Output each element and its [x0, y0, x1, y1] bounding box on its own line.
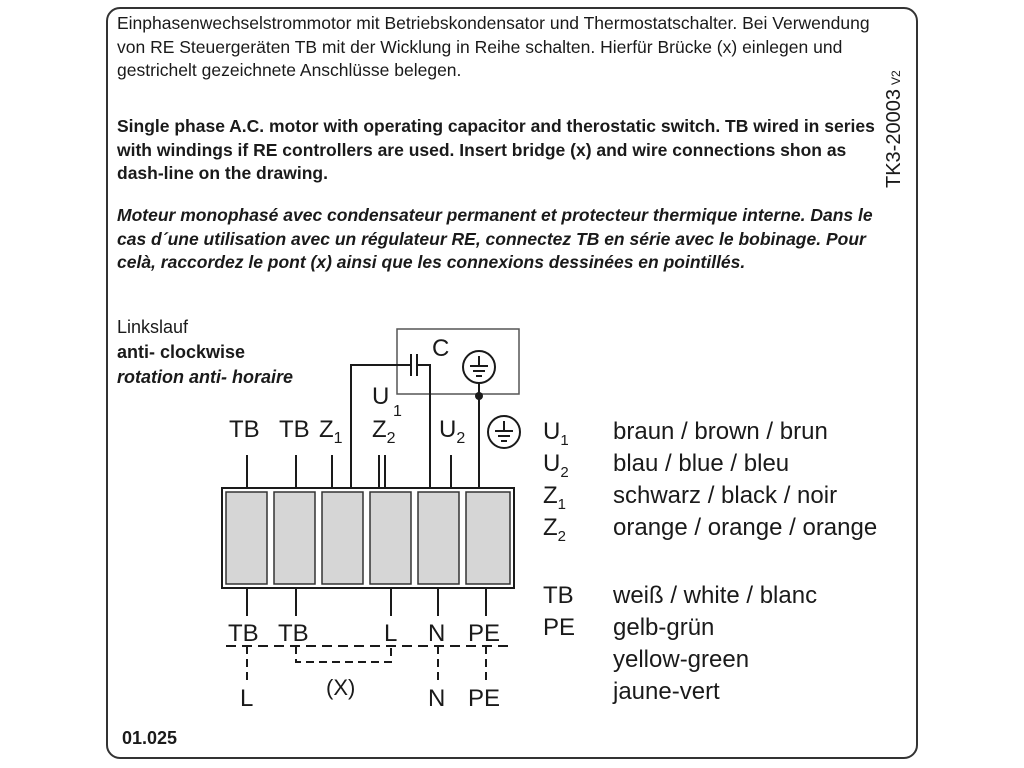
- bottom-label-tb-2: TB: [278, 620, 309, 647]
- bridge-label: (X): [326, 675, 355, 700]
- legend-code-main: U: [543, 450, 561, 477]
- terminal-5: [417, 491, 460, 585]
- terminal-1: [225, 491, 268, 585]
- legend-code: TB: [543, 582, 574, 609]
- reference-number: 01.025: [122, 728, 178, 748]
- rotation-french: rotation anti- horaire: [117, 367, 294, 387]
- english-description: Single phase A.C. motor with operating c…: [117, 116, 875, 183]
- legend-text: blau / blue / bleu: [613, 450, 790, 477]
- ground-icon: [462, 350, 496, 384]
- label-tb-1: TB: [229, 416, 260, 443]
- legend-text: schwarz / black / noir: [613, 482, 838, 509]
- label-u1: U1: [372, 383, 402, 420]
- legend-code-main: Z: [543, 482, 558, 509]
- legend-text: braun / brown / brun: [613, 418, 828, 445]
- label-u1-sub: 1: [393, 403, 402, 420]
- label-z2-main: Z: [372, 416, 387, 443]
- rotation-english: anti- clockwise: [117, 342, 246, 362]
- terminal-3: [321, 491, 364, 585]
- legend-code-sub: 1: [560, 431, 569, 449]
- label-tb-2: TB: [279, 416, 310, 443]
- french-description: Moteur monophasé avec condensateur perma…: [117, 205, 873, 272]
- legend-text: orange / orange / orange: [613, 514, 878, 541]
- bottom-label-l: L: [384, 620, 397, 647]
- legend-code: U2: [543, 450, 569, 481]
- supply-label-n: N: [428, 685, 445, 712]
- legend-code: PE: [543, 614, 576, 641]
- legend-code-main: U: [543, 418, 561, 445]
- legend-code-main: Z: [543, 514, 558, 541]
- legend-code: U1: [543, 418, 569, 449]
- bottom-label-pe: PE: [468, 620, 500, 647]
- bridge-x: [295, 646, 392, 663]
- label-u1-main: U: [372, 383, 389, 410]
- label-u2-main: U: [439, 416, 456, 443]
- bottom-label-tb-1: TB: [228, 620, 259, 647]
- terminal-6: [465, 491, 511, 585]
- capacitor-wire-u1: [417, 364, 431, 488]
- label-z1-main: Z: [319, 416, 334, 443]
- label-z2: Z2: [372, 416, 396, 447]
- terminal-4: [369, 491, 412, 585]
- legend-code-sub: 2: [557, 527, 567, 545]
- german-description: Einphasenwechselstrommotor mit Betriebsk…: [117, 13, 870, 80]
- pe-junction: [475, 392, 483, 400]
- label-z1: Z1: [319, 416, 343, 447]
- legend-code: Z2: [543, 514, 566, 545]
- ground-icon-terminal: [487, 415, 521, 449]
- capacitor-label: C: [432, 335, 449, 362]
- capacitor-wire-z1: [350, 364, 411, 488]
- legend-text: jaune-vert: [613, 678, 720, 705]
- label-z1-sub: 1: [334, 430, 343, 447]
- legend-text: yellow-green: [613, 646, 750, 673]
- legend-text: gelb-grün: [613, 614, 715, 641]
- label-u2: U2: [439, 416, 465, 447]
- supply-label-pe: PE: [468, 685, 500, 712]
- legend-code: Z1: [543, 482, 566, 513]
- capacitor-box: [396, 328, 520, 395]
- bottom-label-n: N: [428, 620, 445, 647]
- supply-label-l: L: [240, 685, 253, 712]
- terminal-2: [273, 491, 316, 585]
- label-u2-sub: 2: [456, 430, 465, 447]
- legend-text: weiß / white / blanc: [613, 582, 818, 609]
- label-frame: [106, 7, 918, 759]
- legend-code-sub: 2: [560, 463, 569, 481]
- label-z2-sub: 2: [387, 430, 396, 447]
- rotation-german: Linkslauf: [117, 317, 189, 337]
- legend-code-sub: 1: [557, 495, 567, 513]
